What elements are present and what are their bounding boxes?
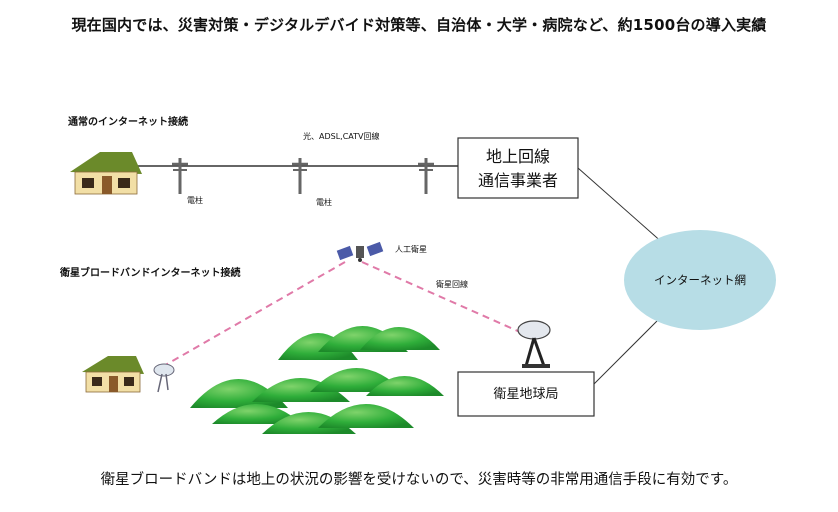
- satellite-connection-label: 衛星ブロードバンドインターネット接続: [59, 266, 241, 279]
- footer-text: 衛星ブロードバンドは地上の状況の影響を受けないので、災害時等の非常用通信手段に有…: [100, 472, 738, 488]
- ground-line-label: 光、ADSL,CATV回線: [303, 131, 380, 141]
- internet-cloud: [624, 230, 776, 330]
- headline: 現在国内では、災害対策・デジタルデバイド対策等、自治体・大学・病院など、約150…: [71, 16, 767, 34]
- carrier-box-line: 通信事業者: [478, 171, 558, 190]
- carrier-to-internet-line: [577, 167, 665, 245]
- utility-pole-icon: [292, 158, 308, 194]
- utility-pole-icon: [418, 158, 434, 194]
- satellite-label: 人工衛星: [395, 244, 427, 254]
- home-icon: [70, 152, 142, 195]
- normal-connection-label: 通常のインターネット接続: [68, 115, 188, 128]
- earth-station-antenna-icon: [517, 320, 551, 368]
- satellite-icon: [336, 241, 384, 262]
- earth-station-label: 衛星地球局: [493, 387, 558, 402]
- mountains-illustration: [190, 326, 444, 434]
- pole-label: 電柱: [316, 197, 332, 207]
- internet-label: インターネット網: [654, 273, 746, 287]
- carrier-box-line: 地上回線: [486, 147, 550, 166]
- home-icon: [82, 356, 144, 393]
- utility-pole-icon: [172, 158, 188, 194]
- satellite-link-label: 衛星回線: [436, 279, 468, 289]
- satellite-dish-icon: [153, 363, 175, 393]
- pole-label: 電柱: [187, 195, 203, 205]
- satellite-link-line: [361, 261, 521, 333]
- earth-station-box: [457, 371, 595, 417]
- station-to-internet-line: [593, 317, 661, 385]
